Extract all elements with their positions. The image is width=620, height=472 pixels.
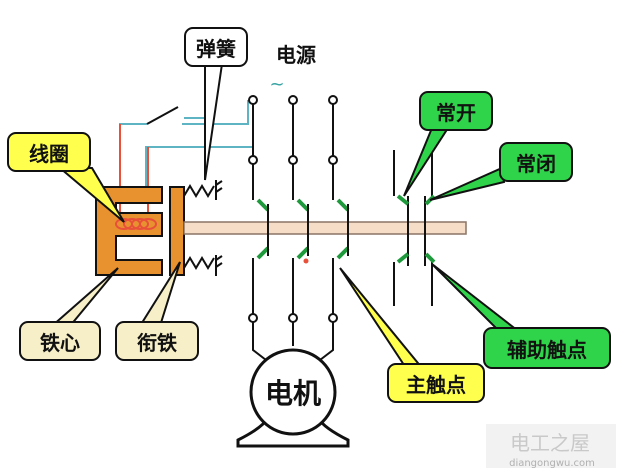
iron-core-label: 铁心 [40, 331, 80, 355]
coil-callout: 线圈 [7, 132, 125, 223]
spring-upper [183, 180, 223, 200]
contact-tips [303, 258, 309, 264]
power-label: 电源 [276, 43, 316, 67]
push-rod [183, 221, 467, 235]
motor: 电机 [236, 322, 350, 448]
coil-label: 线圈 [29, 142, 69, 166]
coil [115, 218, 157, 230]
motor-label: 电机 [265, 377, 321, 410]
normally-closed-label: 常闭 [516, 152, 556, 176]
terminals [248, 95, 338, 323]
contact-bars [267, 204, 349, 256]
main-contacts [256, 198, 350, 260]
power-symbol: ~ [269, 74, 284, 95]
aux-contact-callout: 辅助触点 [431, 263, 611, 369]
armature-callout: 衔铁 [115, 261, 199, 361]
spring-label: 弹簧 [196, 37, 236, 61]
normally-open-label: 常开 [436, 101, 476, 125]
watermark-url: diangongwu.com [509, 458, 595, 469]
armature-label: 衔铁 [137, 331, 177, 355]
normally-open-callout: 常开 [403, 91, 493, 197]
aux-contact-label: 辅助触点 [507, 338, 587, 362]
main-contact-label: 主触点 [406, 373, 466, 397]
control-switch [146, 106, 179, 125]
power-lines [252, 104, 334, 314]
watermark: 电工之屋 diangongwu.com [486, 424, 616, 469]
iron-core-callout: 铁心 [19, 267, 119, 361]
armature [169, 186, 185, 276]
spring-lower [183, 255, 223, 276]
normally-closed-callout: 常闭 [429, 142, 573, 201]
spring-callout: 弹簧 [184, 27, 248, 181]
watermark-title: 电工之屋 [510, 431, 590, 455]
main-contact-callout: 主触点 [339, 267, 485, 403]
control-cable [119, 100, 253, 190]
